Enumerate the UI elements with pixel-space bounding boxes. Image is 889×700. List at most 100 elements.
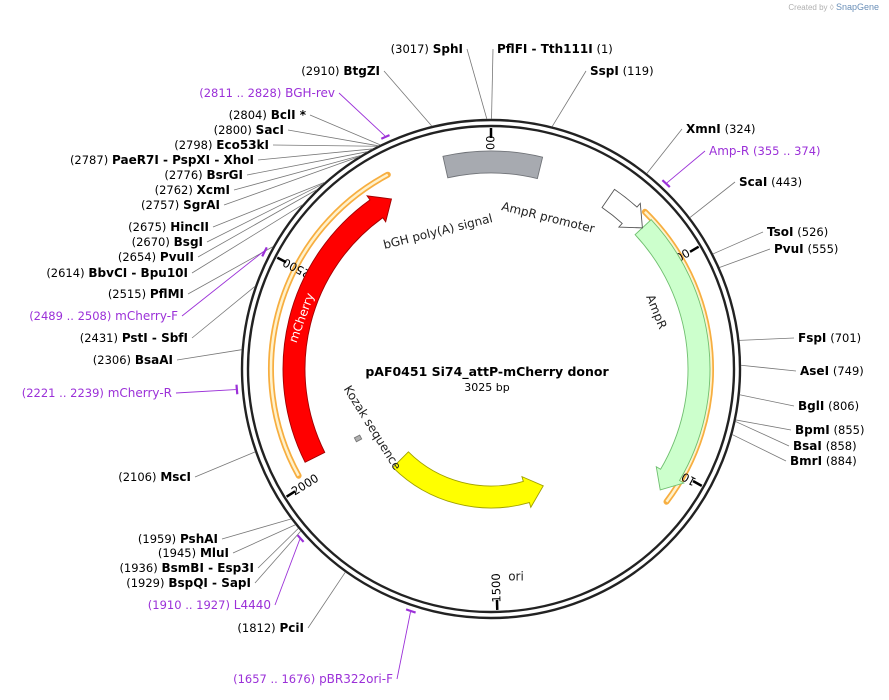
site-leader-line (257, 528, 299, 569)
svg-text:(1657 .. 1676) pBR322ori-F: (1657 .. 1676) pBR322ori-F (233, 672, 393, 686)
site-name: BsaAI (135, 353, 173, 367)
site-pvuii: (2654) PvuII (118, 250, 194, 264)
primer-mcherry-r: (2221 .. 2239) mCherry-R (22, 386, 172, 400)
svg-text:(1812) PciI: (1812) PciI (237, 621, 304, 635)
site-position: (2431) (80, 331, 118, 345)
site-position: (806) (828, 399, 859, 413)
tick-mark (276, 256, 287, 264)
feature-bgh-poly-a-signal (442, 150, 544, 180)
feature-label-ori: ori (508, 570, 524, 584)
branding-name: SnapGene (835, 2, 879, 12)
primer-range: (2811 .. 2828) (199, 86, 281, 100)
site-msci: (2106) MscI (118, 470, 191, 484)
site-leader-line (739, 337, 795, 341)
site-position: (858) (826, 439, 857, 453)
site-name: PstI - SbfI (122, 331, 188, 345)
site-position: (2106) (118, 470, 156, 484)
site-name: PshAI (180, 532, 218, 546)
site-position: (855) (834, 423, 865, 437)
svg-text:XmnI (324): XmnI (324) (686, 122, 756, 136)
site-leader-line (309, 114, 381, 146)
svg-text:(1910 .. 1927) L4440: (1910 .. 1927) L4440 (148, 598, 271, 612)
site-position: (3017) (391, 42, 429, 56)
site-name: BglI (798, 399, 824, 413)
plasmid-name: pAF0451 Si74_attP-mCherry donor (365, 364, 609, 380)
site-leader-line (735, 419, 792, 431)
svg-text:(1945) MluI: (1945) MluI (158, 546, 229, 560)
site-leader-line (689, 181, 736, 218)
primer-range: (355 .. 374) (753, 144, 821, 158)
site-leader-line (551, 70, 587, 127)
site-sgrai: (2757) SgrAI (141, 198, 220, 212)
site-position: (2654) (118, 250, 156, 264)
svg-text:FspI (701): FspI (701) (798, 331, 861, 345)
feature-label-ampr: AmpR (643, 293, 669, 331)
svg-text:SspI (119): SspI (119) (590, 64, 654, 78)
svg-text:(2776) BsrGI: (2776) BsrGI (164, 168, 243, 182)
site-position: (2776) (164, 168, 202, 182)
feature-label-kozak-sequence: Kozak sequence (341, 383, 404, 473)
svg-text:(2800) SacI: (2800) SacI (214, 123, 284, 137)
primer-l4440: (1910 .. 1927) L4440 (148, 598, 271, 612)
site-name: BclI * (271, 108, 307, 122)
site-name: BbvCI - Bpu10I (88, 266, 188, 280)
site-bbvci-bpu10i: (2614) BbvCI - Bpu10I (46, 266, 188, 280)
site-position: (2798) (174, 138, 212, 152)
primer-range: (2489 .. 2508) (29, 309, 111, 323)
feature-kozak-sequence (353, 434, 363, 443)
svg-text:(2675) HincII: (2675) HincII (128, 220, 209, 234)
site-leader-line (646, 128, 683, 174)
site-position: (2804) (229, 108, 267, 122)
branding-prefix: Created by (788, 3, 828, 12)
feature-ampr (634, 219, 711, 491)
site-name: SspI (590, 64, 619, 78)
feature-label-ampr-promoter: AmpR promoter (500, 199, 596, 236)
site-leader-line (287, 129, 379, 147)
site-leader-line (383, 70, 433, 127)
site-position: (555) (807, 242, 838, 256)
site-mlui: (1945) MluI (158, 546, 229, 560)
svg-text:ScaI (443): ScaI (443) (739, 175, 802, 189)
site-name: PciI (280, 621, 305, 635)
site-bmri: BmrI (884) (790, 454, 857, 468)
site-leader-line (187, 246, 274, 295)
primer-leader-line (175, 389, 236, 394)
site-leader-line (176, 349, 242, 361)
site-leader-line (194, 451, 256, 478)
primer-arc (380, 134, 390, 140)
svg-text:(2654) PvuII: (2654) PvuII (118, 250, 194, 264)
tick-mark (692, 479, 703, 487)
primer-name: BGH-rev (285, 86, 335, 100)
site-position: (2670) (132, 235, 170, 249)
svg-text:(2614) BbvCI - Bpu10I: (2614) BbvCI - Bpu10I (46, 266, 188, 280)
svg-text:TsoI (526): TsoI (526) (767, 225, 828, 239)
site-name: PflFI - Tth111I (497, 42, 593, 56)
snapgene-logo-icon: ◊ (829, 3, 834, 12)
site-leader-line (197, 189, 318, 258)
site-name: PvuII (160, 250, 194, 264)
primer-name: mCherry-R (108, 386, 172, 400)
svg-text:BmrI (884): BmrI (884) (790, 454, 857, 468)
site-bsaai: (2306) BsaAI (93, 353, 173, 367)
primer-arc (661, 179, 671, 188)
site-leader-line (223, 156, 360, 206)
plasmid-length: 3025 bp (464, 381, 509, 394)
svg-text:(2306) BsaAI: (2306) BsaAI (93, 353, 173, 367)
site-position: (1945) (158, 546, 196, 560)
svg-text:PflFI - Tth111I (1): PflFI - Tth111I (1) (497, 42, 613, 56)
site-position: (2675) (128, 220, 166, 234)
site-leader-line (739, 394, 795, 407)
site-fspi: FspI (701) (798, 331, 861, 345)
site-pshai: (1959) PshAI (138, 532, 218, 546)
site-bsmbi-esp3i: (1936) BsmBI - Esp3I (119, 561, 254, 575)
site-name: BspQI - SapI (168, 576, 251, 590)
site-name: PflMI (150, 287, 184, 301)
backbone-inner-circle (246, 124, 736, 614)
site-name: BtgZI (343, 64, 380, 78)
site-name: SacI (256, 123, 284, 137)
svg-text:AseI (749): AseI (749) (800, 364, 864, 378)
site-position: (1936) (119, 561, 157, 575)
svg-text:(2787) PaeR7I - PspXI - XhoI: (2787) PaeR7I - PspXI - XhoI (70, 153, 254, 167)
svg-text:(2762) XcmI: (2762) XcmI (155, 183, 230, 197)
primer-bgh-rev: (2811 .. 2828) BGH-rev (199, 86, 335, 100)
